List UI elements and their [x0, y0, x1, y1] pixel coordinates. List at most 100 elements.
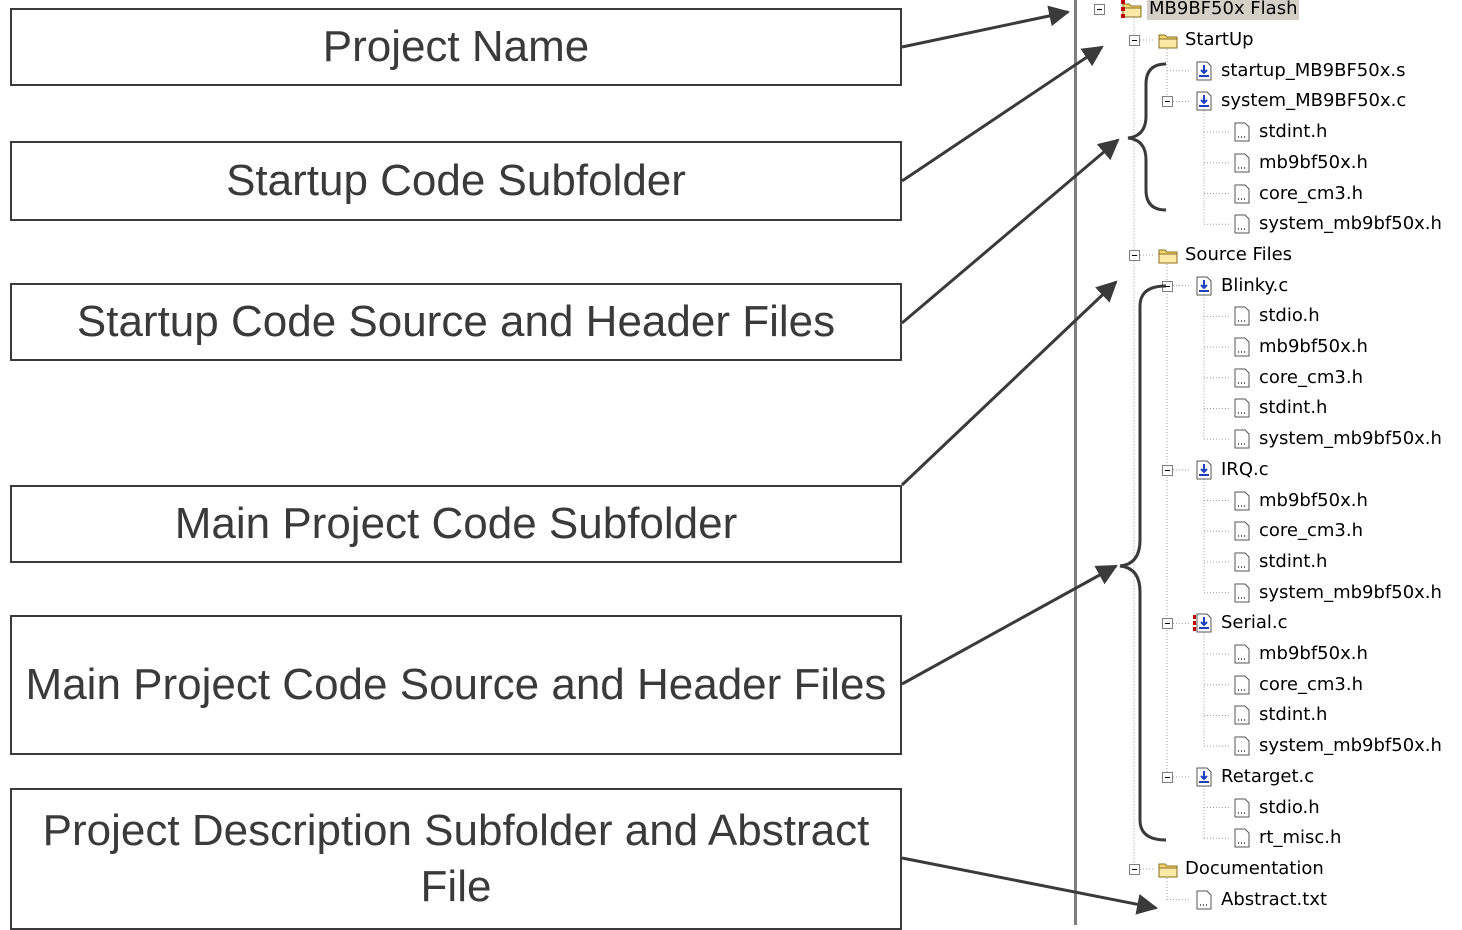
tree-item[interactable]: stdint.h — [1231, 393, 1329, 423]
callout-text: Startup Code Subfolder — [226, 156, 686, 205]
tree-item[interactable]: core_cm3.h — [1231, 363, 1365, 393]
tree-item-label: Abstract.txt — [1221, 888, 1328, 910]
folder-icon — [1158, 863, 1178, 878]
tree-item[interactable]: stdint.h — [1231, 547, 1329, 577]
tree-item-label: mb9bf50x.h — [1259, 151, 1368, 173]
callout-main-files: Main Project Code Source and Header File… — [10, 615, 902, 755]
tree-item[interactable]: system_mb9bf50x.h — [1231, 731, 1444, 761]
header-file-icon — [1234, 675, 1250, 695]
tree-item-label: stdint.h — [1259, 550, 1328, 572]
header-file-icon — [1234, 184, 1250, 204]
tree-item[interactable]: stdint.h — [1231, 700, 1329, 730]
tree-item-label: system_mb9bf50x.h — [1259, 213, 1442, 235]
source-file-icon — [1196, 767, 1212, 787]
header-file-icon — [1234, 398, 1250, 418]
tree-item[interactable]: rt_misc.h — [1231, 823, 1343, 853]
tree-item[interactable]: core_cm3.h — [1231, 670, 1365, 700]
arrow-project-name — [901, 5, 1071, 49]
source-file-icon — [1196, 460, 1212, 480]
tree-item-label: Blinky.c — [1221, 274, 1289, 296]
tree-item-label: MB9BF50x Flash — [1147, 0, 1300, 21]
callout-startup-subfolder: Startup Code Subfolder — [10, 141, 902, 221]
tree-item-label: rt_misc.h — [1259, 827, 1342, 849]
collapse-toggle-icon[interactable] — [1162, 618, 1173, 630]
tree-item[interactable]: mb9bf50x.h — [1231, 639, 1370, 669]
header-file-icon — [1234, 552, 1250, 572]
tree-item[interactable]: system_mb9bf50x.h — [1231, 209, 1444, 239]
tree-item[interactable]: Source Files — [1157, 240, 1294, 270]
tree-item[interactable]: stdio.h — [1231, 793, 1322, 823]
source-file-icon — [1196, 276, 1212, 296]
tree-item[interactable]: stdint.h — [1231, 117, 1329, 147]
tree-item-label: system_MB9BF50x.c — [1221, 90, 1407, 112]
tree-item-label: core_cm3.h — [1259, 520, 1364, 542]
header-file-icon — [1234, 429, 1250, 449]
tree-item-label: startup_MB9BF50x.s — [1221, 59, 1406, 81]
tree-item-label: IRQ.c — [1221, 458, 1269, 480]
tree-item[interactable]: core_cm3.h — [1231, 516, 1365, 546]
tree-item-label: stdint.h — [1259, 397, 1328, 419]
tree-item[interactable]: Serial.c — [1193, 608, 1290, 638]
tree-item[interactable]: core_cm3.h — [1231, 179, 1365, 209]
tree-item[interactable]: startup_MB9BF50x.s — [1193, 56, 1407, 86]
tree-item-label: mb9bf50x.h — [1259, 336, 1368, 358]
collapse-toggle-icon[interactable] — [1162, 464, 1173, 476]
source-file-icon — [1196, 91, 1212, 111]
header-file-icon — [1234, 705, 1250, 725]
arrow-main-subfolder — [900, 280, 1118, 487]
collapse-toggle-icon[interactable] — [1129, 249, 1140, 261]
arrow-description — [901, 856, 1159, 915]
folder-icon — [1158, 249, 1178, 264]
header-file-icon — [1234, 828, 1250, 848]
tree-item[interactable]: mb9bf50x.h — [1231, 486, 1370, 516]
header-file-icon — [1234, 736, 1250, 756]
tree-item[interactable]: Retarget.c — [1193, 762, 1316, 792]
collapse-toggle-icon[interactable] — [1162, 96, 1173, 108]
source-file-icon — [1196, 61, 1212, 81]
tree-item[interactable]: Blinky.c — [1193, 271, 1290, 301]
tree-item-label: mb9bf50x.h — [1259, 489, 1368, 511]
header-file-icon — [1234, 306, 1250, 326]
tree-item-label: system_mb9bf50x.h — [1259, 581, 1442, 603]
tree-item[interactable]: MB9BF50x Flash — [1121, 0, 1300, 24]
tree-item-label: Serial.c — [1221, 612, 1288, 634]
tree-item-label: system_mb9bf50x.h — [1259, 735, 1442, 757]
tree-item-label: stdint.h — [1259, 121, 1328, 143]
tree-item-label: Source Files — [1185, 243, 1293, 265]
callout-text: Main Project Code Source and Header File… — [25, 660, 887, 709]
callout-description: Project Description Subfolder and Abstra… — [10, 788, 902, 930]
tree-item[interactable]: Documentation — [1157, 854, 1326, 884]
tree-guide-lines — [1133, 15, 1229, 901]
tree-item-label: core_cm3.h — [1259, 182, 1364, 204]
tree-item[interactable]: system_mb9bf50x.h — [1231, 578, 1444, 608]
tree-item[interactable]: mb9bf50x.h — [1231, 148, 1370, 178]
collapse-toggle-icon[interactable] — [1129, 863, 1140, 875]
header-file-icon — [1234, 122, 1250, 142]
callout-text: Project Name — [322, 22, 590, 71]
tree-item[interactable]: IRQ.c — [1193, 455, 1271, 485]
callout-main-subfolder: Main Project Code Subfolder — [10, 485, 902, 563]
text-file-icon — [1196, 890, 1212, 910]
arrow-startup-subfolder — [901, 45, 1104, 183]
tree-item[interactable]: system_MB9BF50x.c — [1193, 86, 1408, 116]
callout-text: Startup Code Source and Header Files — [76, 297, 836, 346]
header-file-icon — [1234, 644, 1250, 664]
header-file-icon — [1234, 521, 1250, 541]
project-icon — [1121, 0, 1142, 19]
tree-item[interactable]: system_mb9bf50x.h — [1231, 424, 1444, 454]
header-file-icon — [1234, 368, 1250, 388]
tree-item[interactable]: Abstract.txt — [1193, 885, 1329, 915]
header-file-icon — [1234, 153, 1250, 173]
header-file-icon — [1234, 583, 1250, 603]
collapse-toggle-icon[interactable] — [1094, 4, 1105, 16]
tree-item-label: StartUp — [1185, 29, 1254, 51]
tree-item[interactable]: mb9bf50x.h — [1231, 332, 1370, 362]
tree-item[interactable]: StartUp — [1157, 25, 1256, 55]
tree-item[interactable]: stdio.h — [1231, 301, 1322, 331]
tree-item-label: core_cm3.h — [1259, 673, 1364, 695]
header-file-icon — [1234, 337, 1250, 357]
header-file-icon — [1234, 798, 1250, 818]
collapse-toggle-icon[interactable] — [1129, 35, 1140, 47]
collapse-toggle-icon[interactable] — [1162, 771, 1173, 783]
